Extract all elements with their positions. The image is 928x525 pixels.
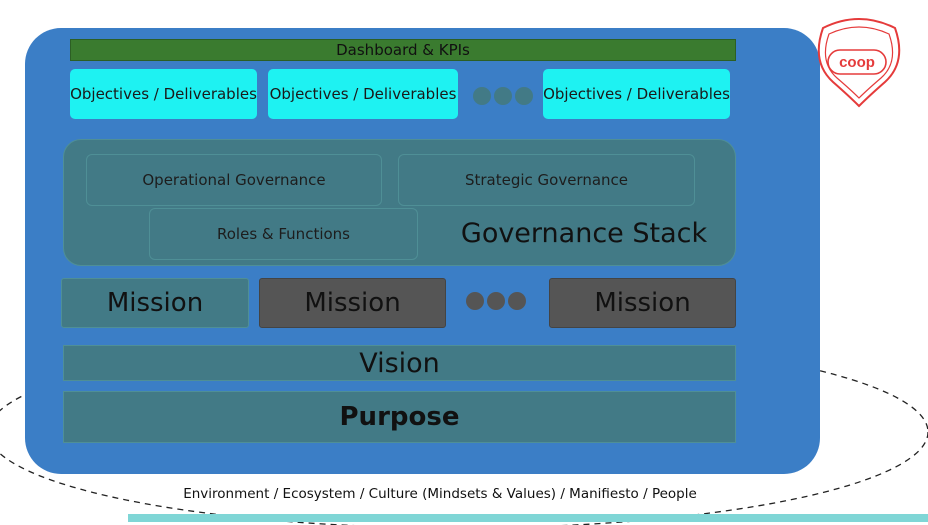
- mission-box-1: Mission: [61, 278, 249, 328]
- strategic-governance-box: Strategic Governance: [398, 154, 695, 206]
- governance-stack-title: Governance Stack: [460, 218, 708, 249]
- ellipsis-dot: [473, 87, 491, 105]
- dashboard-kpis-bar: Dashboard & KPIs: [70, 39, 736, 61]
- roles-functions-box: Roles & Functions: [149, 208, 418, 260]
- mission-box-3: Mission: [549, 278, 736, 328]
- mission-box-2: Mission: [259, 278, 446, 328]
- bottom-accent-bar: [128, 514, 928, 522]
- operational-governance-box: Operational Governance: [86, 154, 382, 206]
- ellipsis-dot: [494, 87, 512, 105]
- environment-caption: Environment / Ecosystem / Culture (Minds…: [183, 486, 697, 502]
- ellipsis-dot: [508, 292, 526, 310]
- objectives-box-2: Objectives / Deliverables: [268, 69, 458, 119]
- coop-logo: coop: [803, 10, 915, 110]
- vision-bar: Vision: [63, 345, 736, 381]
- objectives-box-3: Objectives / Deliverables: [543, 69, 730, 119]
- ellipsis-dot: [466, 292, 484, 310]
- objectives-box-1: Objectives / Deliverables: [70, 69, 257, 119]
- ellipsis-dot: [515, 87, 533, 105]
- purpose-bar: Purpose: [63, 391, 736, 443]
- ellipsis-dot: [487, 292, 505, 310]
- coop-logo-text: coop: [839, 54, 875, 71]
